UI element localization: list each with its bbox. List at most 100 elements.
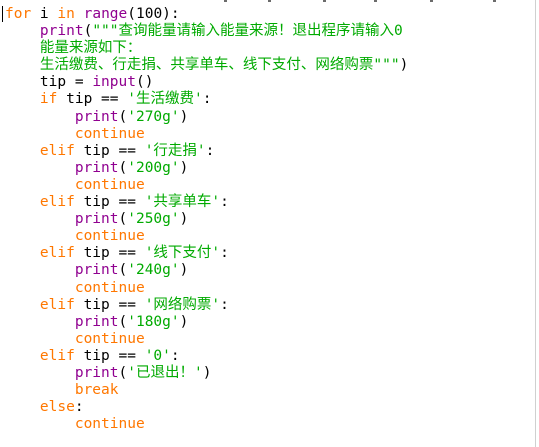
code-token: (	[118, 108, 128, 125]
code-token	[5, 228, 75, 244]
code-line: elif tip == '线下支付':	[5, 245, 408, 262]
code-token: '0'	[144, 347, 171, 364]
code-token: )	[202, 364, 212, 381]
code-line: continue	[5, 280, 408, 297]
code-token: '270g'	[127, 108, 180, 125]
code-token: 能量来源如下：	[5, 40, 142, 57]
code-token: :	[220, 296, 229, 313]
code-line: tip = input()	[5, 74, 408, 91]
text-cursor	[2, 6, 3, 22]
code-line: 生活缴费、行走捐、共享单车、线下支付、网络购票""")	[5, 57, 408, 74]
code-token: print	[74, 262, 119, 279]
strip-tick	[430, 0, 433, 2]
code-token: tip =	[5, 74, 93, 91]
code-token: in	[57, 6, 75, 22]
code-token: for	[5, 6, 32, 22]
code-token: '网络购票'	[144, 296, 221, 313]
code-token: :	[220, 245, 229, 262]
code-token: elif	[39, 347, 75, 364]
code-token	[5, 262, 75, 278]
code-token: '已退出！'	[127, 364, 203, 381]
code-token: continue	[74, 330, 145, 347]
strip-tick	[224, 0, 227, 2]
code-token: tip ==	[74, 194, 145, 211]
code-token	[5, 143, 40, 159]
code-line: print('250g')	[5, 211, 408, 228]
code-token: )	[399, 57, 409, 74]
code-token: 生活缴费、行走捐、共享单车、线下支付、网络购票"""	[5, 57, 400, 74]
code-line: 能量来源如下：	[5, 40, 408, 57]
editor-right-border	[535, 0, 536, 447]
code-token	[5, 160, 75, 176]
strip-tick	[268, 0, 271, 2]
code-token: :	[205, 142, 215, 159]
code-token	[5, 211, 75, 227]
code-token	[5, 297, 40, 313]
code-line: elif tip == '行走捐':	[5, 143, 408, 160]
code-token: print	[74, 364, 119, 381]
code-token	[75, 6, 84, 22]
code-token	[5, 91, 40, 107]
code-line: continue	[5, 228, 408, 245]
code-token: (	[83, 23, 93, 40]
code-token: elif	[39, 194, 75, 211]
code-token: :	[202, 91, 212, 108]
top-scroll-strip	[0, 0, 539, 3]
code-token: print	[74, 108, 119, 125]
code-token: continue	[74, 176, 145, 193]
code-line: print('200g')	[5, 160, 408, 177]
code-token: '共享单车'	[144, 194, 221, 211]
code-line: continue	[5, 331, 408, 348]
code-token: break	[74, 382, 119, 399]
code-token: input	[92, 74, 136, 91]
code-token	[5, 194, 40, 210]
code-token: '生活缴费'	[127, 91, 203, 108]
code-line: elif tip == '共享单车':	[5, 194, 408, 211]
strip-tick	[323, 0, 326, 2]
code-token: print	[74, 211, 119, 228]
code-token: """查询能量请输入能量来源！退出程序请输入0	[92, 23, 403, 40]
code-token: tip ==	[74, 142, 145, 159]
code-token: (	[118, 159, 128, 176]
code-token	[5, 280, 75, 296]
code-token	[5, 245, 40, 261]
code-token: )	[179, 159, 189, 176]
code-line: elif tip == '网络购票':	[5, 297, 408, 314]
code-token: continue	[74, 416, 145, 433]
code-token	[5, 365, 75, 381]
code-token: '线下支付'	[144, 245, 221, 262]
code-token	[5, 109, 75, 125]
code-token: )	[179, 313, 189, 330]
code-token: continue	[74, 279, 145, 296]
code-token: (	[118, 364, 128, 381]
code-line: break	[5, 382, 408, 399]
code-token: (100):	[127, 6, 180, 22]
code-token: ()	[135, 74, 154, 91]
code-token: '行走捐'	[144, 142, 206, 159]
code-token: )	[179, 211, 189, 228]
code-token: (	[118, 262, 128, 279]
code-token: '250g'	[127, 211, 180, 228]
code-token: :	[170, 347, 180, 364]
code-text-area[interactable]: for i in range(100): print("""查询能量请输入能量来…	[5, 6, 408, 433]
code-line: elif tip == '0':	[5, 348, 408, 365]
code-token: )	[179, 262, 189, 279]
code-token	[5, 416, 75, 432]
code-line: continue	[5, 177, 408, 194]
code-token: tip ==	[74, 296, 145, 313]
code-token: '240g'	[127, 262, 180, 279]
code-token: :	[74, 399, 84, 416]
code-token	[5, 382, 75, 398]
code-token: (	[118, 313, 128, 330]
code-token: elif	[39, 142, 75, 159]
code-token: tip ==	[57, 91, 128, 108]
code-line: continue	[5, 416, 408, 433]
code-token	[5, 314, 75, 330]
code-token: range	[83, 6, 128, 22]
code-line: if tip == '生活缴费':	[5, 91, 408, 108]
code-line: print('240g')	[5, 262, 408, 279]
code-token	[5, 177, 75, 193]
code-token: tip ==	[74, 245, 145, 262]
code-token: '200g'	[127, 159, 180, 176]
